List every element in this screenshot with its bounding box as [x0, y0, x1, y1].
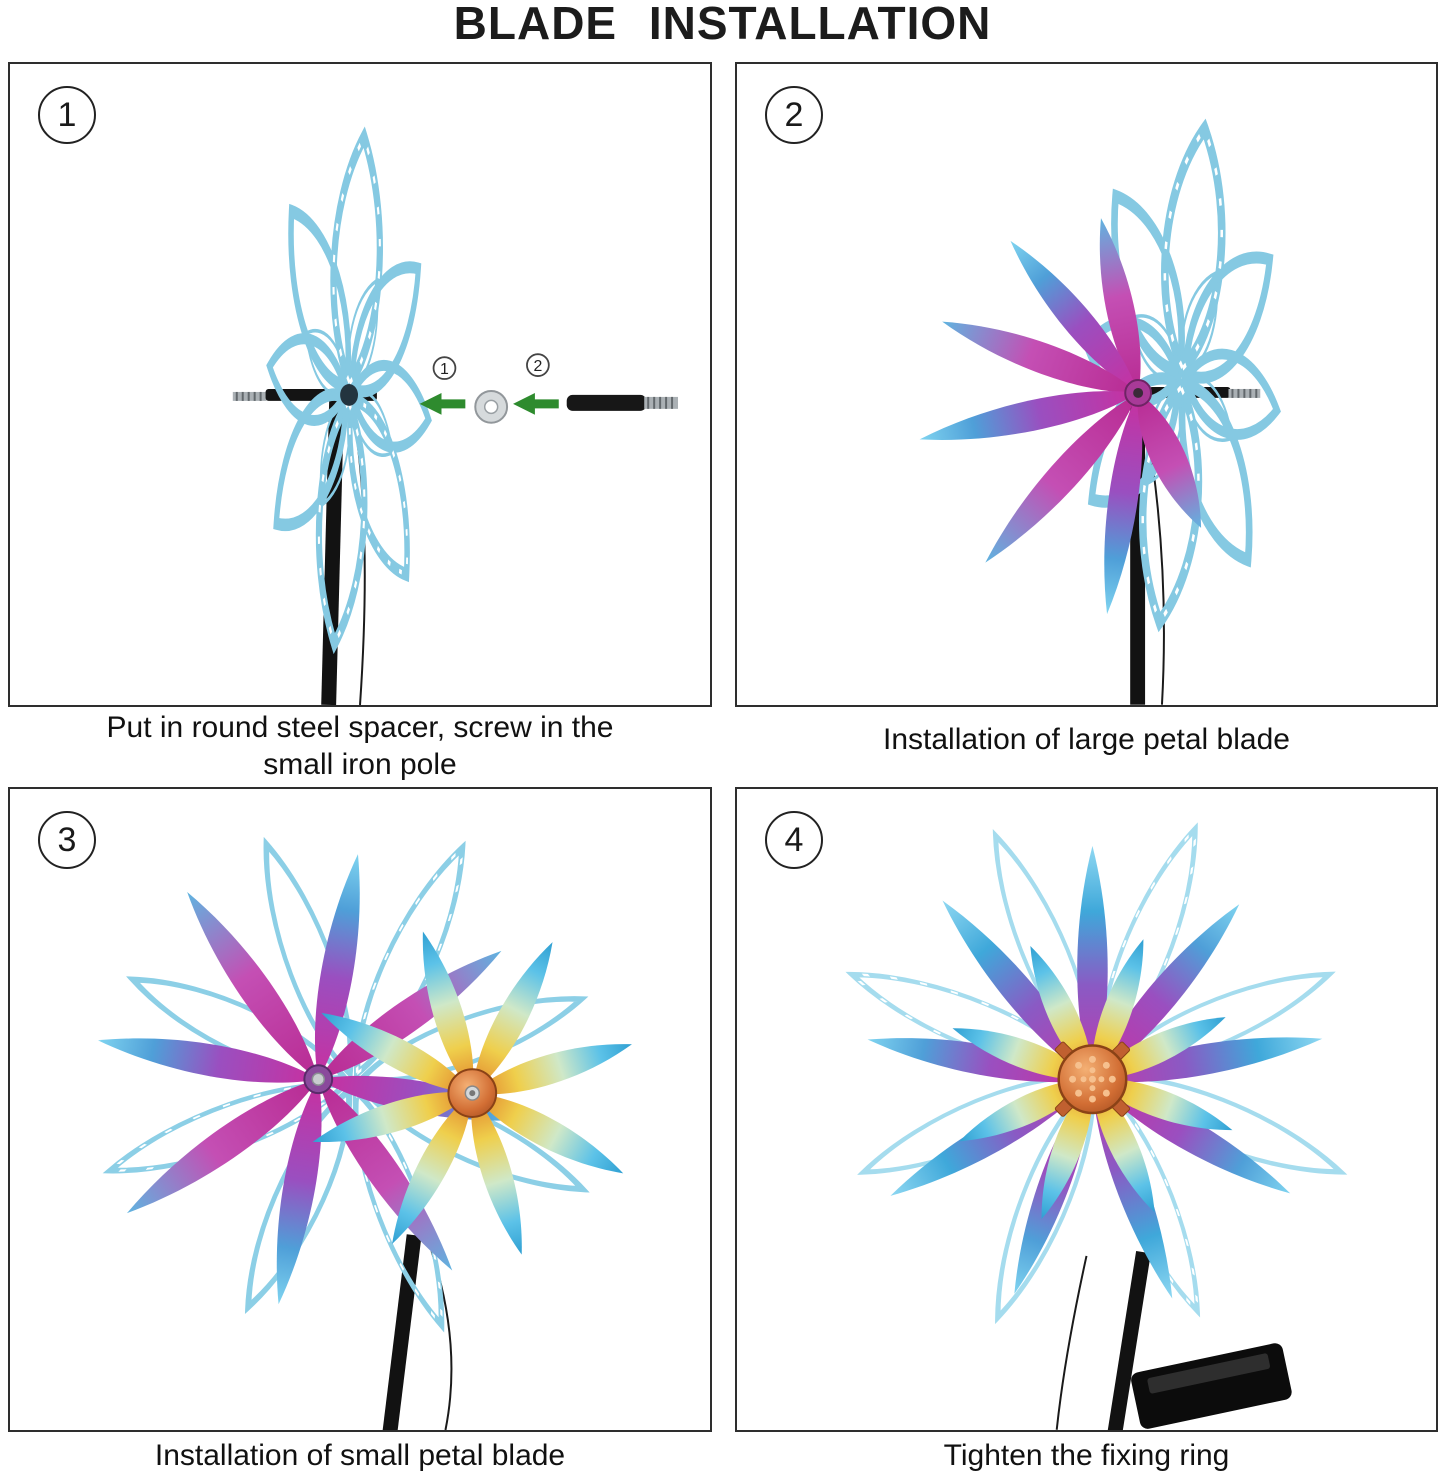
step-1-number: 1 — [57, 95, 77, 134]
step-4-illustration — [737, 789, 1436, 1430]
back-hub-bolt — [311, 1072, 325, 1086]
panel-step-3: 3 — [8, 787, 712, 1432]
step-2-number-badge: 2 — [765, 86, 823, 144]
step-3-number: 3 — [57, 820, 77, 859]
step-4-number: 4 — [784, 820, 804, 859]
solar-panel-box — [1131, 1343, 1292, 1429]
caption-line: small iron pole — [263, 747, 457, 781]
caption-step-1: Put in round steel spacer, screw in the … — [8, 710, 712, 783]
arrow-1-badge — [432, 356, 457, 380]
spinner-hub — [340, 384, 359, 406]
caption-step-4: Tighten the fixing ring — [735, 1438, 1438, 1475]
hub-bolt-center — [469, 1090, 476, 1097]
caption-line: Put in round steel spacer, screw in the — [106, 711, 614, 744]
light-wire — [1055, 1255, 1088, 1430]
page-title: BLADE INSTALLATION — [453, 0, 992, 49]
spinner-pole — [1106, 1250, 1151, 1430]
small-iron-pole — [566, 394, 679, 411]
arrow-1-label: 1 — [440, 361, 449, 378]
step-3-illustration — [95, 789, 637, 1430]
panel-step-4: 4 — [735, 787, 1438, 1432]
step-2-illustration — [916, 64, 1436, 705]
caption-line: Tighten the fixing ring — [943, 1439, 1230, 1472]
assembly-arrow-2-icon — [513, 392, 559, 415]
arrow-2-label: 2 — [533, 358, 542, 375]
assembly-arrow-1-icon — [419, 392, 466, 415]
step-2-number: 2 — [784, 95, 804, 134]
light-wire — [430, 1250, 453, 1430]
panel-step-2: 2 — [735, 62, 1438, 707]
step-3-number-badge: 3 — [38, 811, 96, 869]
caption-line: Installation of small petal blade — [154, 1439, 566, 1472]
hub-bolt — [1133, 387, 1144, 398]
caption-step-2: Installation of large petal blade — [735, 722, 1438, 759]
caption-step-3: Installation of small petal blade — [8, 1438, 712, 1475]
panel-step-1: 1 — [8, 62, 712, 707]
fixing-ring-hub — [1054, 1041, 1131, 1117]
step-1-number-badge: 1 — [38, 86, 96, 144]
step-1-illustration: 1 2 — [232, 64, 679, 705]
arrow-2-badge — [526, 353, 550, 377]
round-steel-spacer — [474, 389, 509, 424]
caption-line: Installation of large petal blade — [883, 723, 1290, 756]
step-4-number-badge: 4 — [765, 811, 823, 869]
